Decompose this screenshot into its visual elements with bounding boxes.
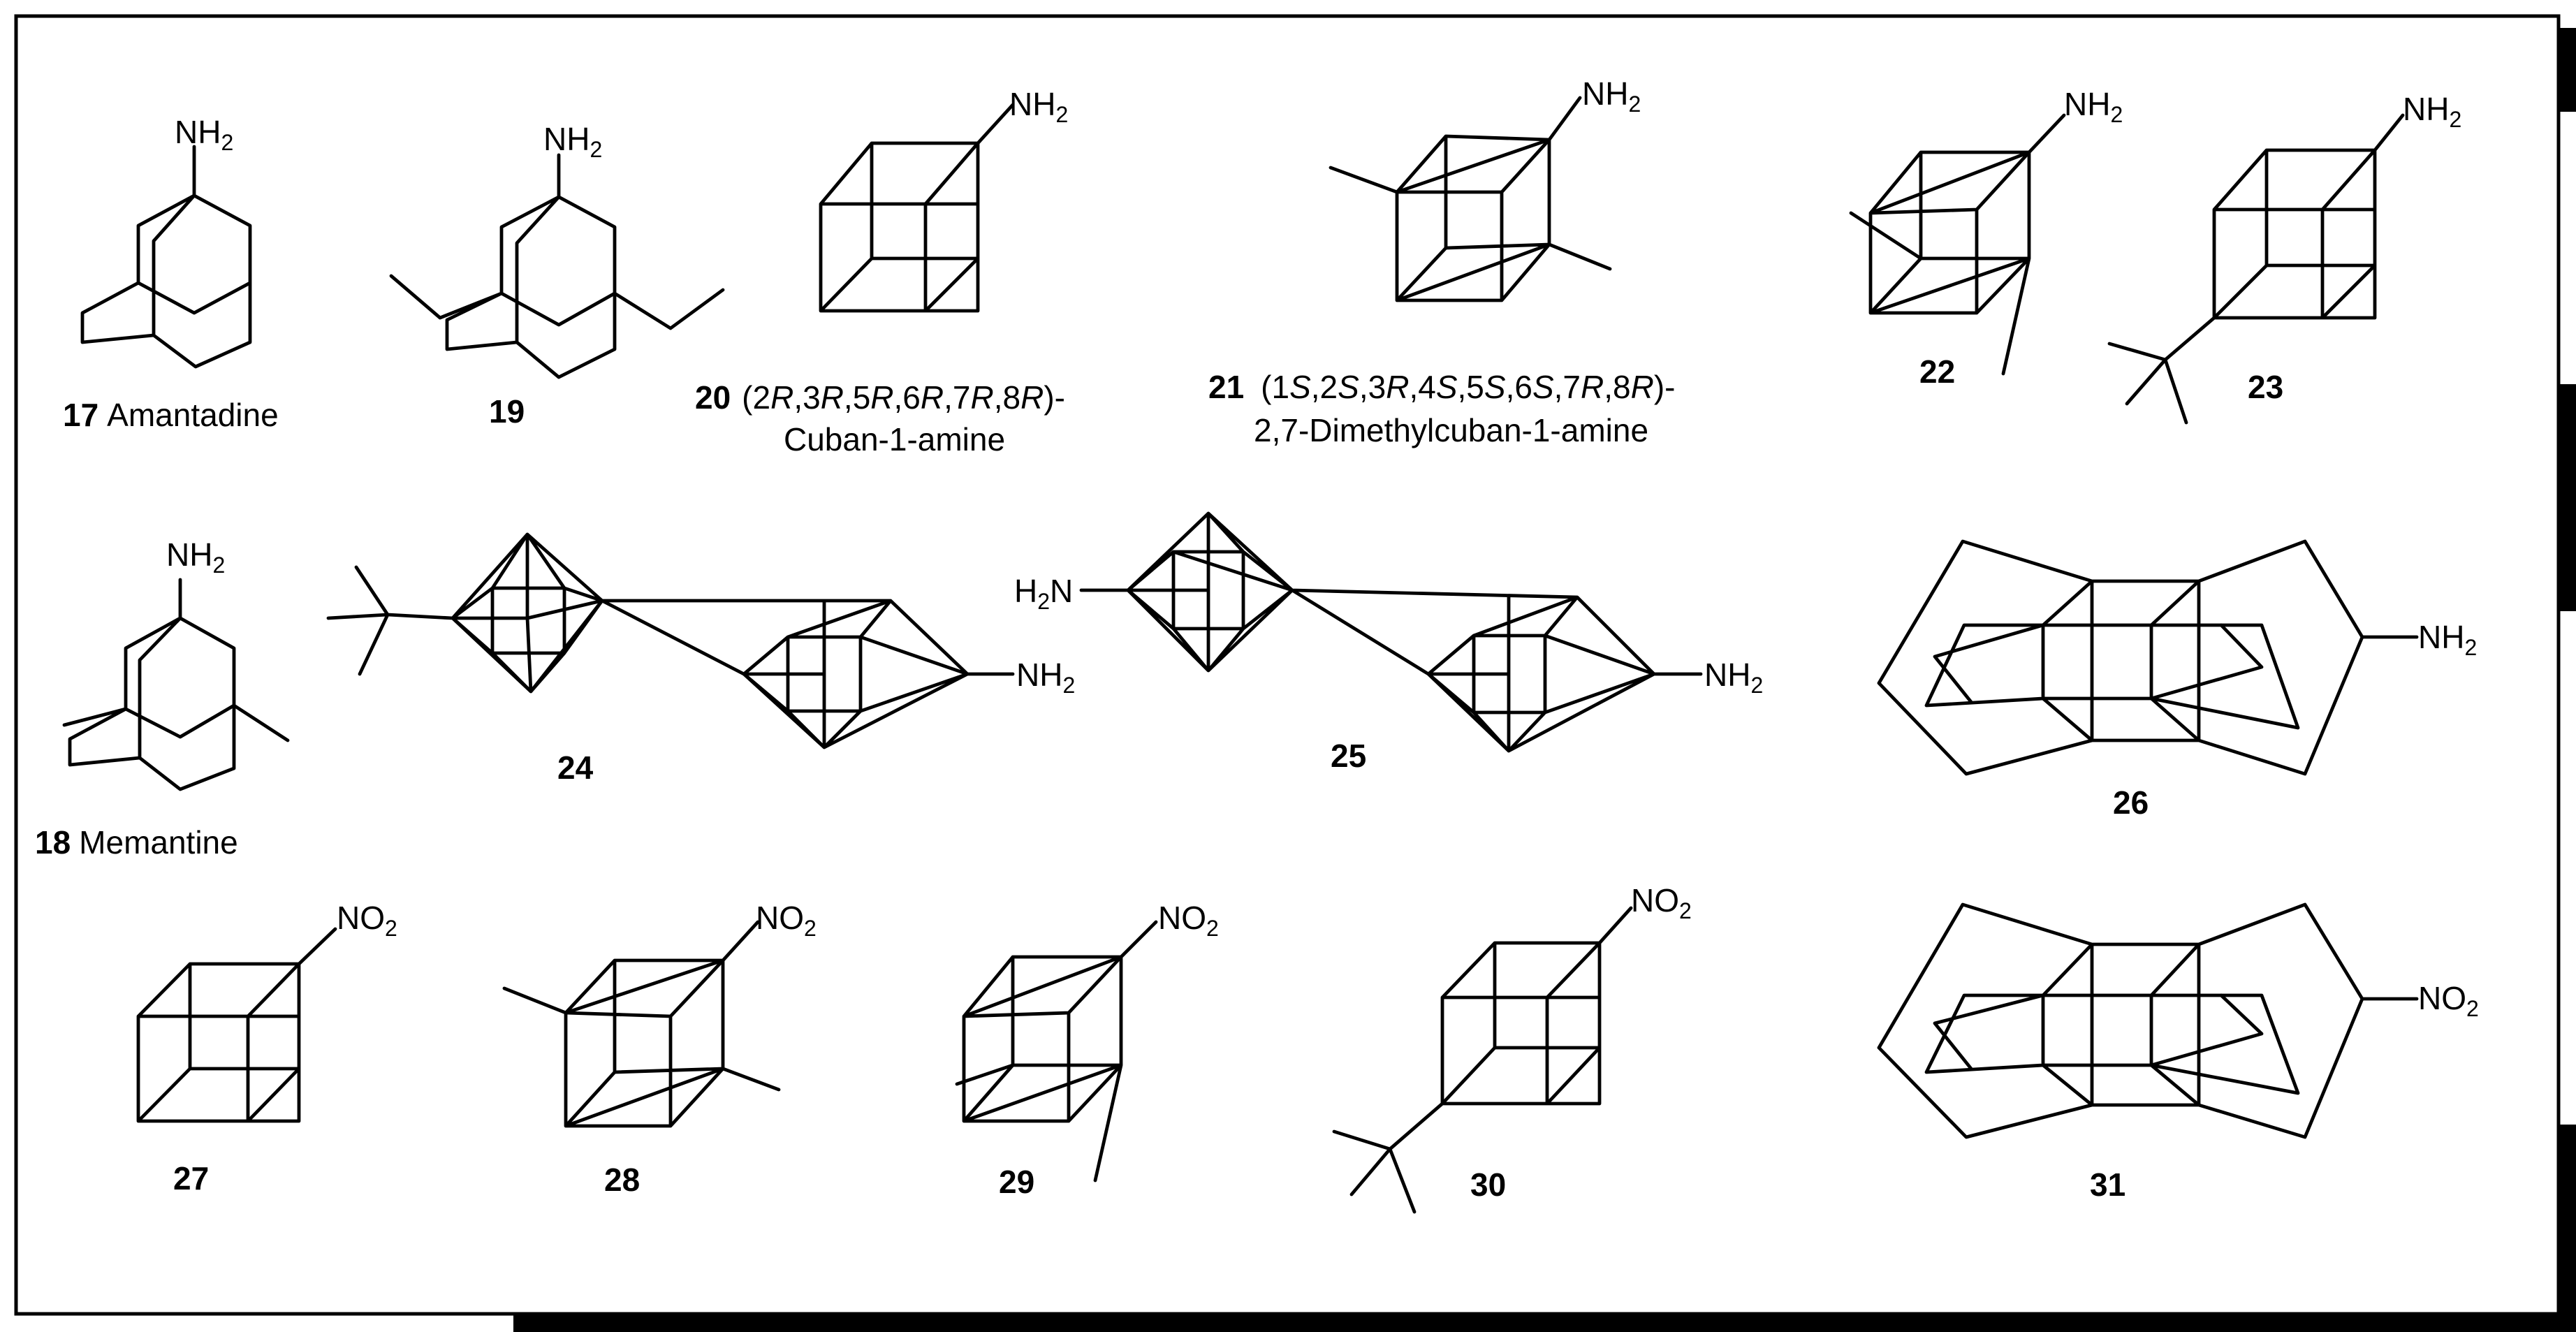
label-22: 22 [1919, 353, 1955, 390]
label-21-line1: 21(1S,2S,3R,4S,5S,6S,7R,8R)- [1208, 369, 1675, 405]
structure-21: NH2 21(1S,2S,3R,4S,5S,6S,7R,8R)- 2,7-Dim… [1208, 75, 1675, 448]
nitro-group-27: NO2 [337, 900, 397, 941]
structure-22: NH2 22 [1849, 86, 2123, 390]
amine-group-25-left: H2N [1014, 573, 1073, 614]
label-20-line2: Cuban-1-amine [784, 421, 1005, 458]
structure-27: NO2 27 [136, 900, 397, 1196]
structure-30: NO2 30 [1332, 882, 1692, 1214]
structure-26: NH2 26 [1877, 539, 2477, 821]
frame-border [14, 14, 2561, 1316]
structure-19: NH2 19 [389, 121, 725, 430]
structure-28: NO2 28 [502, 900, 817, 1198]
label-21-line2: 2,7-Dimethylcuban-1-amine [1254, 412, 1648, 448]
amine-group-18: NH2 [166, 536, 225, 578]
label-30: 30 [1470, 1166, 1506, 1203]
nitro-group-28: NO2 [756, 900, 817, 941]
nitro-group-31: NO2 [2418, 980, 2479, 1021]
frame-shadow-right-1 [2559, 28, 2576, 112]
amine-group-26: NH2 [2418, 619, 2477, 660]
structure-24: NH2 24 [326, 532, 1075, 786]
amine-group-20: NH2 [1009, 86, 1068, 127]
amine-group-19: NH2 [543, 121, 602, 162]
structure-29: NO2 29 [955, 900, 1219, 1200]
nitro-group-29: NO2 [1158, 900, 1219, 941]
label-25: 25 [1331, 738, 1366, 774]
amine-group-23: NH2 [2403, 91, 2461, 132]
amine-group-17: NH2 [175, 114, 233, 155]
structure-23: NH2 23 [2107, 91, 2461, 425]
frame-shadow-right-3 [2559, 1125, 2576, 1332]
label-29: 29 [999, 1164, 1034, 1200]
frame-shadow-bottom [513, 1315, 2576, 1332]
label-23: 23 [2248, 369, 2283, 405]
frame-shadow-right-2 [2559, 384, 2576, 611]
label-31: 31 [2090, 1166, 2125, 1203]
nitro-group-30: NO2 [1631, 882, 1692, 923]
amine-group-24: NH2 [1016, 657, 1075, 698]
amine-group-22: NH2 [2064, 86, 2123, 127]
label-28: 28 [604, 1162, 640, 1198]
structure-20: NH2 20(2R,3R,5R,6R,7R,8R)- Cuban-1-amine [695, 86, 1068, 458]
amine-group-21: NH2 [1582, 75, 1641, 117]
structure-31: NO2 31 [1877, 902, 2479, 1203]
label-24: 24 [557, 749, 594, 786]
structure-25: H2N NH2 25 [1014, 511, 1763, 774]
label-19: 19 [489, 393, 525, 430]
label-27: 27 [173, 1160, 209, 1196]
label-26: 26 [2113, 784, 2149, 821]
amine-group-25-right: NH2 [1704, 657, 1763, 698]
label-20-line1: 20(2R,3R,5R,6R,7R,8R)- [695, 379, 1065, 416]
